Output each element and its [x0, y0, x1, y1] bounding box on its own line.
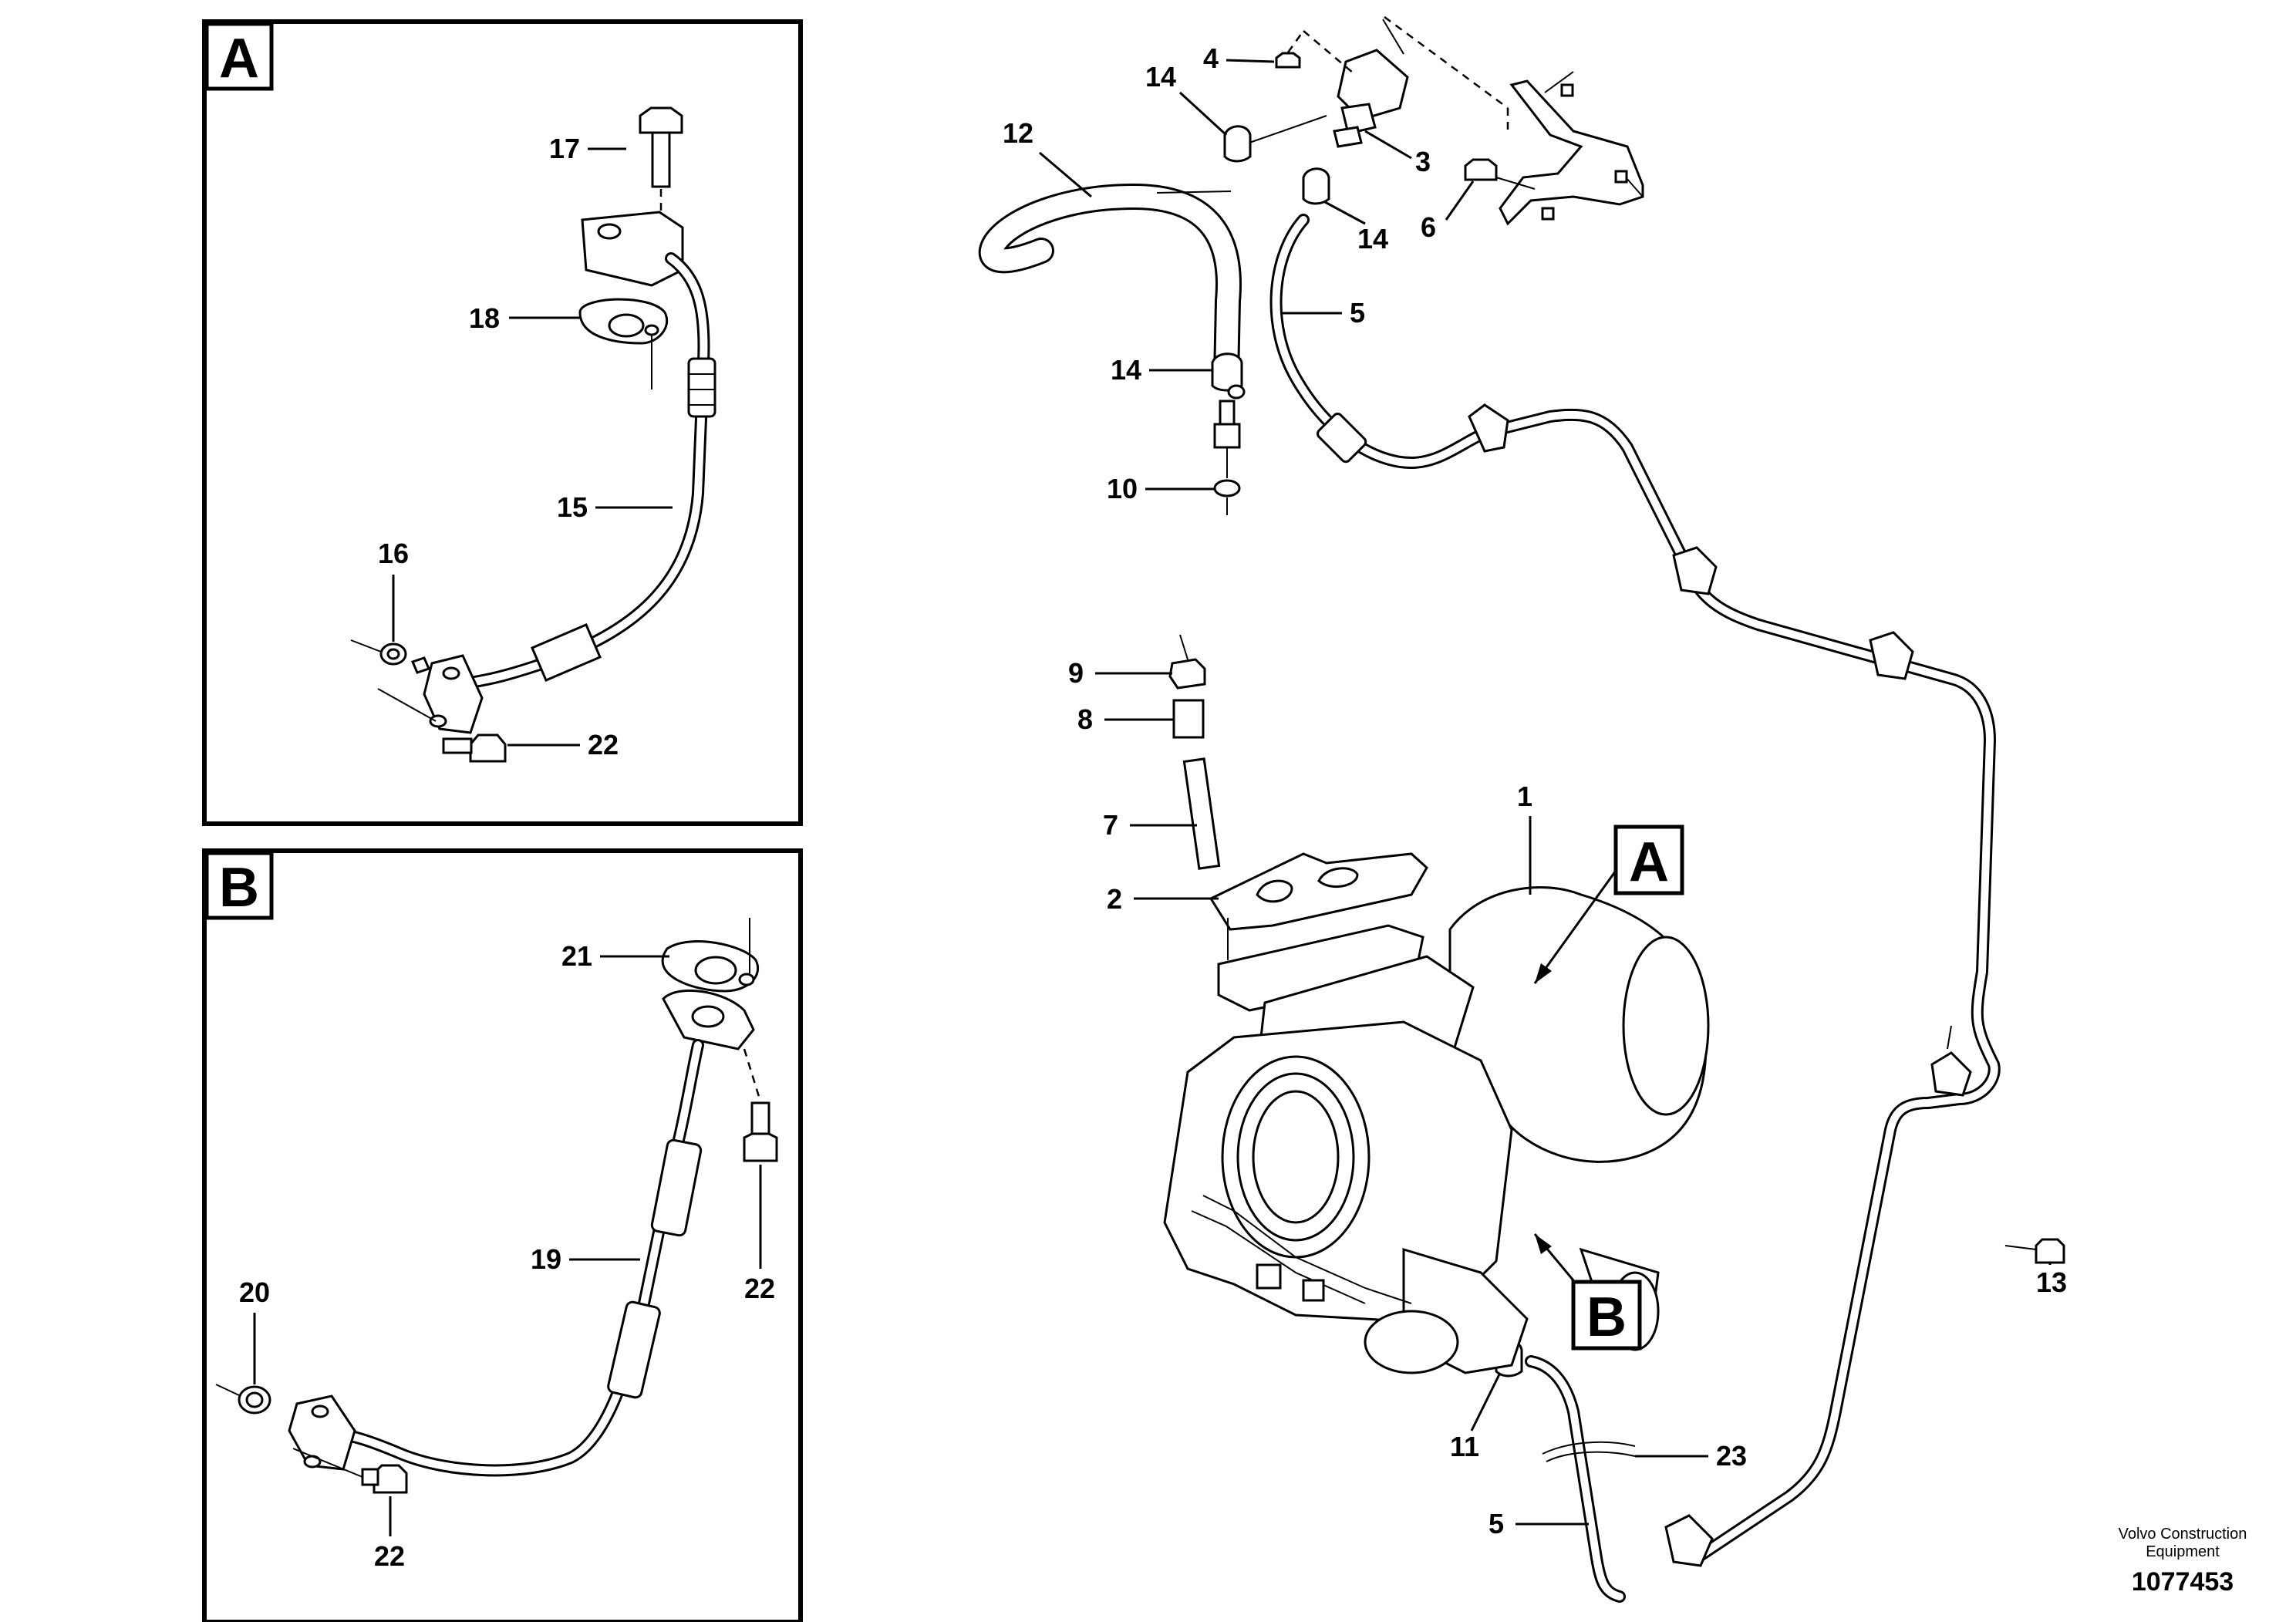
callout-11: 11 — [1450, 1431, 1479, 1462]
callout-22-b: 22 — [744, 1273, 775, 1304]
callout-22-c: 22 — [374, 1540, 405, 1572]
cable-tie-23 — [1542, 1441, 1636, 1455]
screw-4 — [1275, 30, 1305, 69]
svg-text:A: A — [1629, 831, 1669, 893]
callout-18: 18 — [469, 302, 500, 334]
callout-1: 1 — [1517, 781, 1532, 812]
oil-line-5-13 — [1269, 214, 2001, 1567]
pipe-flange-bottom — [423, 654, 484, 734]
hose-5-lower — [1495, 1340, 1636, 1603]
hose-sleeve-15b — [531, 623, 602, 682]
panel-a-letter: A — [219, 28, 259, 89]
hose-sleeve-19b — [607, 1300, 661, 1399]
callout-17: 17 — [549, 133, 580, 164]
pipe-flange-top — [581, 211, 684, 287]
callout-2: 2 — [1107, 883, 1122, 915]
bolt-17 — [639, 106, 683, 216]
callout-3: 3 — [1415, 146, 1431, 177]
panel-b-callouts: 21 19 20 22 22 — [239, 940, 775, 1572]
turbocharger-1 — [1163, 886, 1710, 1374]
oil-pipe-19 — [318, 1039, 704, 1477]
callout-21: 21 — [561, 940, 592, 972]
main-callouts: 4 14 12 3 14 6 5 14 10 9 8 7 1 2 13 11 2… — [1003, 42, 2067, 1539]
bolt-22-b — [743, 1101, 778, 1162]
document-number: 1077453 — [2132, 1567, 2234, 1597]
callout-14-b: 14 — [1357, 223, 1388, 255]
washer-10 — [1213, 479, 1241, 497]
callout-10: 10 — [1107, 473, 1138, 504]
bolt-13 — [2004, 1238, 2065, 1264]
hose-sleeve-15 — [687, 357, 716, 418]
detail-panel-b: B — [202, 848, 803, 1622]
callout-14-c: 14 — [1111, 354, 1141, 386]
callout-15: 15 — [557, 491, 588, 523]
bracket-6 — [1464, 71, 1644, 226]
callout-12: 12 — [1003, 117, 1033, 149]
panel-a-callouts: 17 18 15 16 22 — [378, 133, 673, 760]
stud-7 — [1182, 757, 1221, 870]
callout-16: 16 — [378, 538, 409, 569]
callout-4: 4 — [1203, 42, 1219, 74]
callout-5-a: 5 — [1350, 297, 1365, 329]
detail-ref-b: B — [1533, 1233, 1642, 1351]
callout-23: 23 — [1716, 1440, 1747, 1472]
brand-line-1: Volvo Construction — [2119, 1526, 2247, 1543]
callout-20: 20 — [239, 1276, 270, 1308]
callout-7: 7 — [1103, 809, 1118, 841]
callout-13: 13 — [2036, 1266, 2067, 1298]
callout-14-a: 14 — [1145, 61, 1176, 93]
spacer-8 — [1172, 699, 1205, 739]
gasket-21 — [661, 918, 759, 993]
callout-22-a: 22 — [588, 729, 619, 760]
nut-9 — [1168, 658, 1206, 690]
svg-text:B: B — [1586, 1286, 1627, 1348]
callout-9: 9 — [1068, 657, 1084, 689]
hose-clamp-14-upper — [1223, 125, 1252, 163]
callout-8: 8 — [1077, 703, 1093, 735]
callout-19: 19 — [531, 1243, 561, 1275]
brand-line-2: Equipment — [2146, 1543, 2220, 1560]
hose-sleeve-19a — [650, 1138, 703, 1237]
footer-brand: Volvo Construction Equipment 1077453 — [2119, 1526, 2247, 1597]
callout-5-b: 5 — [1489, 1508, 1504, 1539]
bolt-22-a — [377, 688, 507, 763]
hose-clamp-14-mid — [1302, 167, 1330, 205]
pressure-sensor-3 — [1303, 15, 1509, 148]
bolt-22-c — [292, 1448, 408, 1494]
gasket-18 — [578, 298, 669, 389]
hose-clamp-14-lower — [1211, 352, 1246, 478]
hose-12 — [978, 183, 1242, 391]
detail-panel-a: A — [202, 19, 803, 826]
panel-b-letter: B — [219, 857, 259, 919]
gasket-2 — [1209, 852, 1428, 960]
detail-ref-a: A — [1533, 824, 1684, 984]
callout-6: 6 — [1421, 211, 1436, 243]
